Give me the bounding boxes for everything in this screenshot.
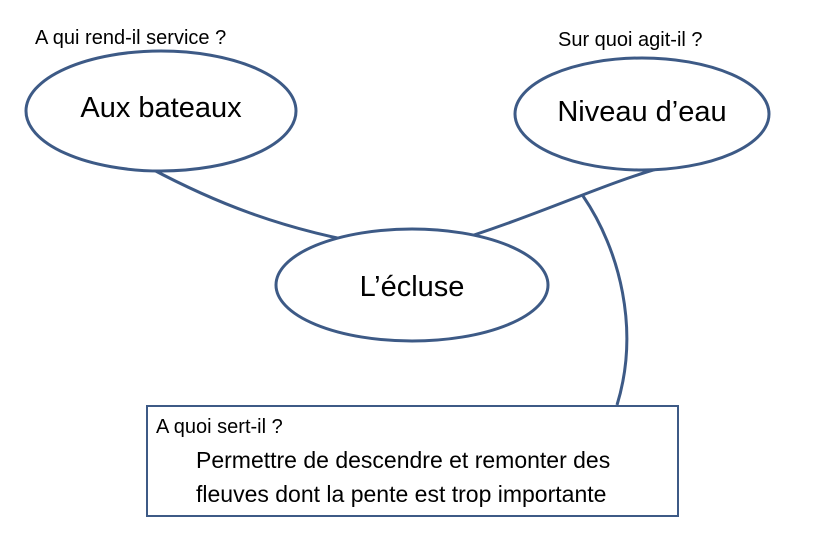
purpose-answer-line-1: Permettre de descendre et remonter des: [196, 447, 611, 473]
node-boats-label: Aux bateaux: [80, 92, 242, 124]
node-lock-label: L’écluse: [359, 271, 465, 303]
question-purpose: A quoi sert-il ?: [156, 416, 283, 438]
purpose-box: A quoi sert-il ? Permettre de descendre …: [146, 405, 679, 517]
node-lock-ellipse: [274, 227, 550, 343]
purpose-answer-line-2: fleuves dont la pente est trop important…: [196, 481, 607, 507]
node-water-level-label: Niveau d’eau: [557, 96, 727, 128]
question-action: Sur quoi agit-il ?: [558, 29, 703, 51]
question-service: A qui rend-il service ?: [35, 27, 227, 49]
node-water-level-ellipse: [513, 56, 771, 172]
connector-water-level-purpose: [581, 195, 629, 406]
purpose-answer: Permettre de descendre et remonter des f…: [196, 443, 610, 511]
connector-boats-lock: [149, 166, 381, 248]
node-boats-ellipse: [24, 49, 298, 173]
